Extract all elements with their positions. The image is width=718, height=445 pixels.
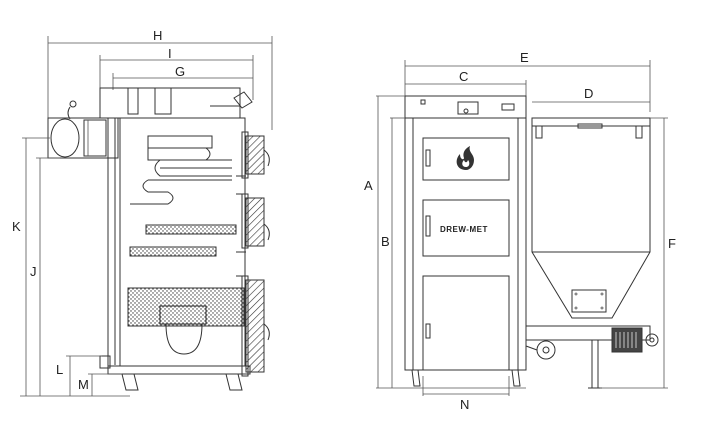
pellet-hopper [531,117,651,319]
front-view: E C D DREW-MET [364,50,676,412]
label-b: B [381,234,390,249]
label-a: A [364,178,373,193]
dimension-l: L [56,355,102,396]
dimension-m: M [78,373,122,396]
label-i: I [168,46,172,61]
side-section-view: H I G [12,28,273,397]
dimension-d: D [532,86,650,103]
label-f: F [668,236,676,251]
label-k: K [12,219,21,234]
label-j: J [30,264,37,279]
label-g: G [175,64,185,79]
label-d: D [584,86,593,101]
flame-icon [456,146,474,170]
dimension-n: N [422,376,510,412]
dimension-b: B [381,117,405,388]
feeder-motor [525,325,659,389]
dimension-j: J [30,157,60,396]
label-c: C [459,69,468,84]
dimension-h: H [47,28,273,130]
label-l: L [56,362,63,377]
label-h: H [153,28,162,43]
dimension-f: F [600,117,676,389]
dimension-i: I [99,46,254,118]
dimension-g: G [112,64,253,90]
dimension-a: A [364,95,405,388]
dimension-k: K [12,137,50,396]
dimension-e: E [404,50,651,112]
label-m: M [78,377,89,392]
label-n: N [460,397,469,412]
brand-logo: DREW-MET [440,225,488,234]
label-e: E [520,50,529,65]
dimension-c: C [405,69,527,96]
side-doors [236,131,270,377]
